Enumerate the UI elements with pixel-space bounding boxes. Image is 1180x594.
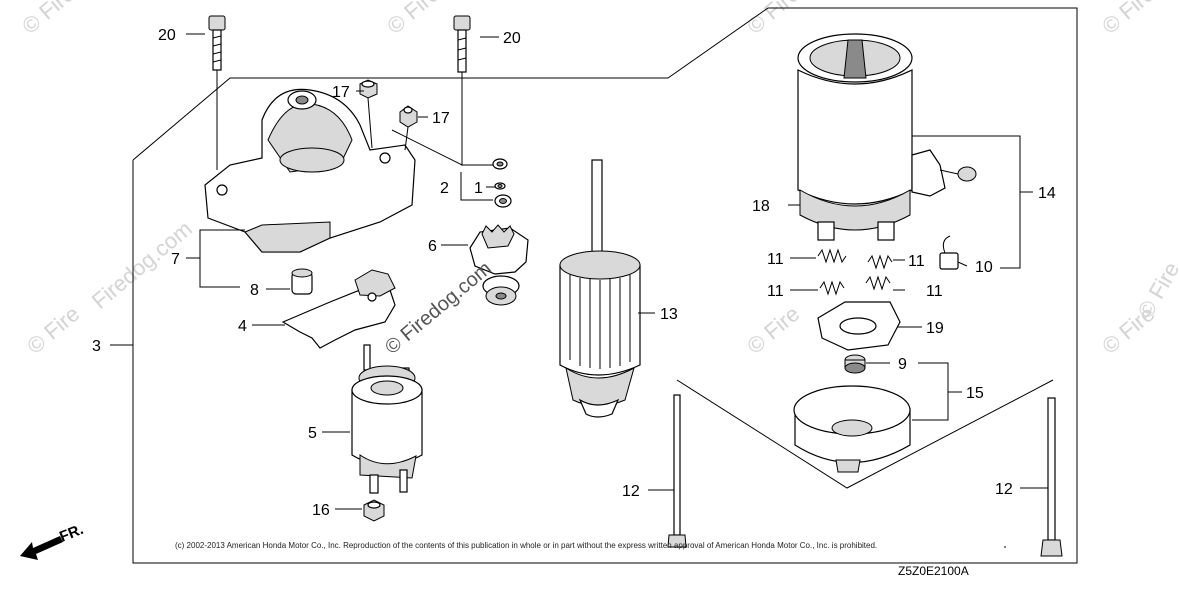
callout-8: 8 [250, 282, 259, 299]
callout-18: 18 [752, 198, 770, 215]
callout-11-c: 11 [767, 283, 784, 300]
front-direction-indicator: FR. [20, 521, 86, 560]
callout-1: 1 [474, 180, 483, 197]
callout-17-lower: 17 [432, 110, 450, 127]
callout-9: 9 [898, 356, 907, 373]
nut-16 [363, 499, 385, 522]
armature-13 [559, 159, 641, 418]
through-bolt-12-left [667, 379, 1054, 548]
watermark-mid-left: © Fire [22, 301, 84, 359]
callout-12-right: 12 [995, 481, 1013, 498]
watermark-top-1: © Fire [382, 0, 444, 39]
callout-16: 16 [312, 502, 330, 519]
washers-1-2 [492, 158, 512, 208]
callout-11-b: 11 [908, 253, 925, 270]
brush-holder-19 [817, 301, 901, 351]
callout-15: 15 [966, 385, 984, 402]
copyright-notice: (c) 2002-2013 American Honda Motor Co., … [175, 541, 877, 550]
callout-19: 19 [926, 320, 944, 337]
housing-7 [204, 88, 416, 253]
lever-4 [281, 269, 396, 349]
nut-17-upper [359, 79, 378, 149]
bolt-20-right [391, 15, 471, 166]
callout-17-upper: 17 [332, 84, 350, 101]
callout-12-left: 12 [622, 483, 640, 500]
watermark-center: © Firedog.com [381, 257, 496, 358]
end-cover-15 [793, 385, 911, 473]
brush-10 [939, 235, 959, 270]
solenoid-5 [351, 344, 423, 494]
callout-13: 13 [660, 306, 678, 323]
leader-lines [110, 33, 1048, 548]
front-label: FR. [57, 521, 86, 546]
callout-20-right: 20 [503, 30, 521, 47]
callout-6: 6 [428, 238, 437, 255]
callout-11-d: 11 [926, 283, 943, 300]
assembly-frame [132, 7, 1078, 564]
callout-10: 10 [975, 259, 993, 276]
diagram-code: Z5Z0E2100A [898, 564, 969, 578]
watermark-mid-center: © Fire [742, 301, 804, 359]
watermark-top-left: © Fire [17, 0, 79, 39]
pinion-6 [469, 224, 529, 306]
through-bolt-12-right [1040, 397, 1063, 557]
callout-3: 3 [92, 338, 101, 355]
callout-14: 14 [1038, 185, 1056, 202]
cap-8 [291, 268, 313, 295]
callout-5: 5 [308, 425, 317, 442]
callout-4: 4 [238, 318, 247, 335]
callout-7: 7 [171, 251, 180, 268]
yoke-18 [797, 33, 977, 241]
callout-20-left: 20 [158, 27, 176, 44]
front-arrow-icon [20, 536, 63, 560]
callout-2: 2 [440, 180, 449, 197]
nut-17-lower [399, 105, 418, 151]
bolt-20-left [208, 15, 226, 170]
watermark-right-edge: © Fire [1133, 258, 1180, 323]
watermark-side: Firedog.com [87, 216, 197, 314]
callout-labels: 20 20 17 17 2 1 6 7 8 4 3 5 16 13 18 14 … [92, 27, 1056, 519]
bushing-9 [844, 354, 866, 374]
springs-11 [817, 248, 893, 296]
watermark-top-right: © Fire [1097, 0, 1159, 39]
callout-11-a: 11 [767, 251, 784, 268]
